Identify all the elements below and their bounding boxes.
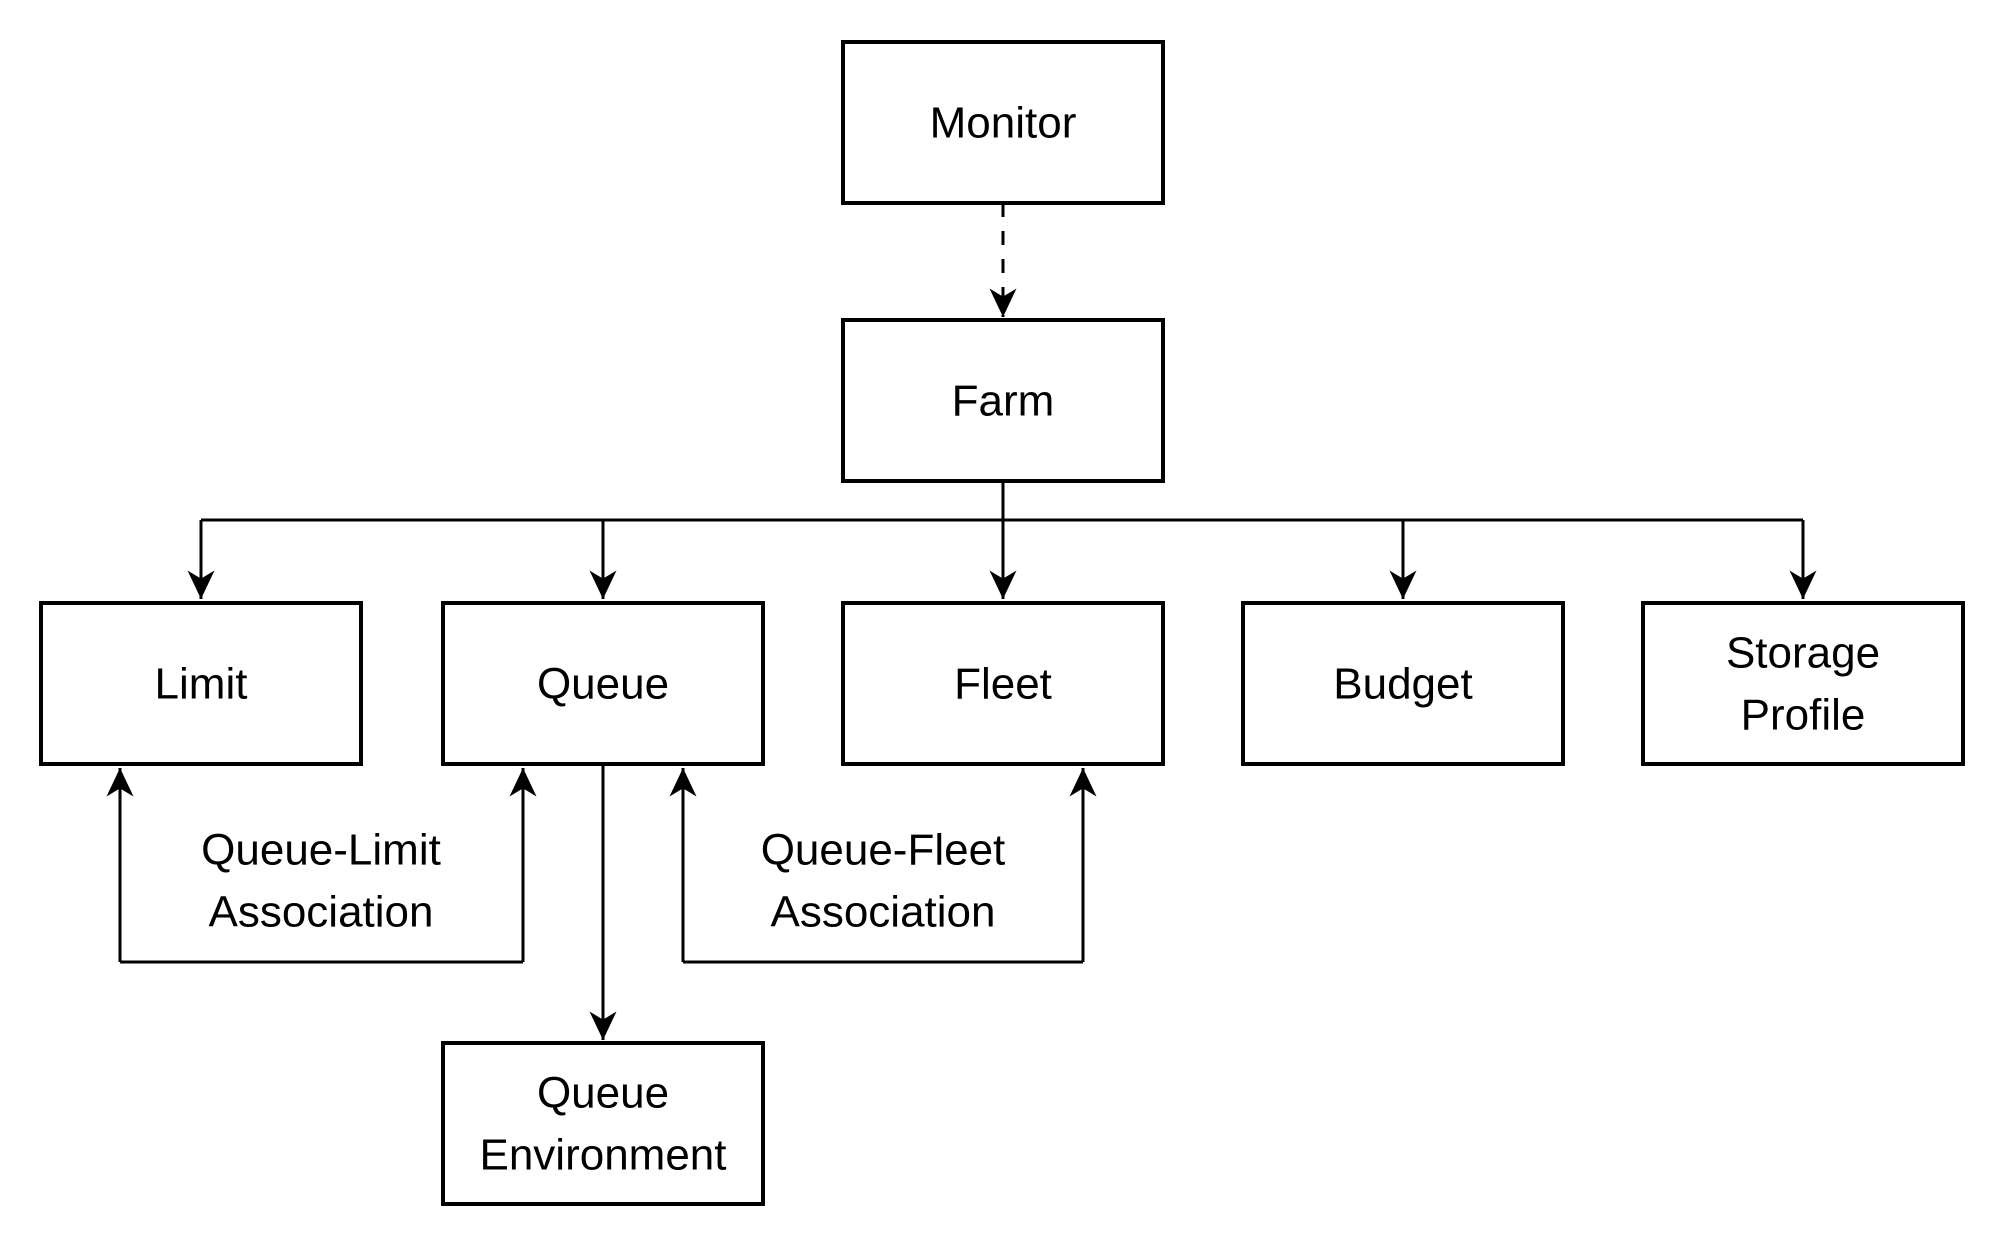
node-storage-profile-label-line2: Profile <box>1741 691 1866 740</box>
edges-layer <box>106 203 1817 1040</box>
queue-limit-association-label-line1: Queue-Limit <box>201 826 441 875</box>
nodes-layer: Monitor Farm Limit Queue Fleet Budget St… <box>39 40 1965 1206</box>
node-fleet-box <box>841 601 1165 766</box>
node-queue-environment-label-line1: Queue <box>537 1069 669 1118</box>
queue-fleet-association-label-line2: Association <box>770 888 995 937</box>
node-storage-profile-box <box>1641 601 1965 766</box>
node-farm-label: Farm <box>952 377 1055 426</box>
node-queue-environment-box <box>441 1041 765 1206</box>
node-storage-profile: Storage Profile <box>1641 601 1965 766</box>
node-limit-label: Limit <box>155 660 248 709</box>
edge-labels-layer: Queue-Limit Association Queue-Fleet Asso… <box>201 826 1005 937</box>
node-budget: Budget <box>1241 601 1565 766</box>
node-farm: Farm <box>841 318 1165 483</box>
queue-fleet-association-label-line1: Queue-Fleet <box>761 826 1006 875</box>
node-storage-profile-label-line1: Storage <box>1726 629 1880 678</box>
node-monitor-label: Monitor <box>930 99 1077 148</box>
node-limit: Limit <box>39 601 363 766</box>
queue-limit-association-label-line2: Association <box>208 888 433 937</box>
node-monitor-box <box>841 40 1165 205</box>
node-queue: Queue <box>441 601 765 766</box>
node-queue-environment-label-line2: Environment <box>479 1131 726 1180</box>
node-budget-box <box>1241 601 1565 766</box>
node-budget-label: Budget <box>1333 660 1472 709</box>
node-farm-box <box>841 318 1165 483</box>
node-queue-label: Queue <box>537 660 669 709</box>
node-monitor: Monitor <box>841 40 1165 205</box>
node-fleet-label: Fleet <box>954 660 1052 709</box>
node-queue-box <box>441 601 765 766</box>
node-queue-environment: Queue Environment <box>441 1041 765 1206</box>
node-fleet: Fleet <box>841 601 1165 766</box>
node-limit-box <box>39 601 363 766</box>
